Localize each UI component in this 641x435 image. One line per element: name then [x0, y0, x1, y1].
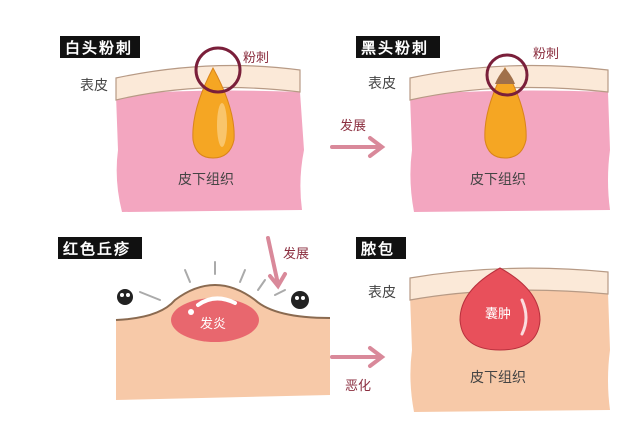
cyst	[459, 267, 541, 351]
panel-label-bg	[356, 36, 440, 58]
panel-label-bg	[60, 36, 140, 58]
panel-blackhead: 黑头粉刺 粉刺 表皮 皮下组织	[356, 36, 610, 212]
arrow-develop-2: 发展	[266, 236, 309, 290]
panel-title: 白头粉刺	[65, 39, 133, 57]
arrow-label: 恶化	[345, 379, 371, 394]
bacteria-icon	[291, 291, 309, 309]
inflammation-lines	[139, 261, 286, 301]
right-arrow-icon	[330, 346, 386, 368]
epidermis-label: 表皮	[368, 285, 396, 301]
skin-tissue	[116, 285, 330, 400]
arrow-worsen: 恶化	[330, 346, 386, 394]
subcutaneous-label: 皮下组织	[470, 370, 526, 386]
lesion-label: 发炎	[200, 316, 226, 332]
callout-circle	[194, 46, 242, 94]
panel-red-papule: 红色丘疹 发炎	[58, 237, 331, 400]
callout-label: 粉刺	[243, 51, 269, 66]
arrow-label: 发展	[340, 118, 366, 134]
bacteria-icon	[117, 289, 133, 305]
callout-circle	[485, 53, 529, 97]
panel-title: 红色丘疹	[63, 240, 131, 258]
lesion-label: 囊肿	[485, 306, 511, 322]
subcutaneous-label: 皮下组织	[470, 172, 526, 188]
callout-label: 粉刺	[533, 47, 559, 62]
inflamed-lesion	[171, 298, 259, 342]
panel-whitehead: 白头粉刺 粉刺 表皮 皮下组织	[60, 36, 304, 212]
epidermis-label: 表皮	[80, 78, 108, 94]
down-arrow-icon	[266, 236, 287, 290]
epidermis-label: 表皮	[368, 76, 396, 92]
subcutaneous-label: 皮下组织	[178, 172, 234, 188]
oxidized-tip	[495, 68, 515, 84]
right-arrow-icon	[330, 136, 386, 158]
panel-title: 脓包	[360, 240, 395, 258]
skin-surface-line	[115, 284, 331, 321]
arrow-develop-1: 发展	[330, 118, 386, 158]
panel-label-bg	[356, 237, 406, 259]
panel-title: 黑头粉刺	[361, 39, 429, 57]
arrow-label: 发展	[283, 246, 309, 262]
panel-label-bg	[58, 237, 142, 259]
panel-pustule: 脓包 表皮 囊肿 皮下组织	[356, 237, 610, 412]
